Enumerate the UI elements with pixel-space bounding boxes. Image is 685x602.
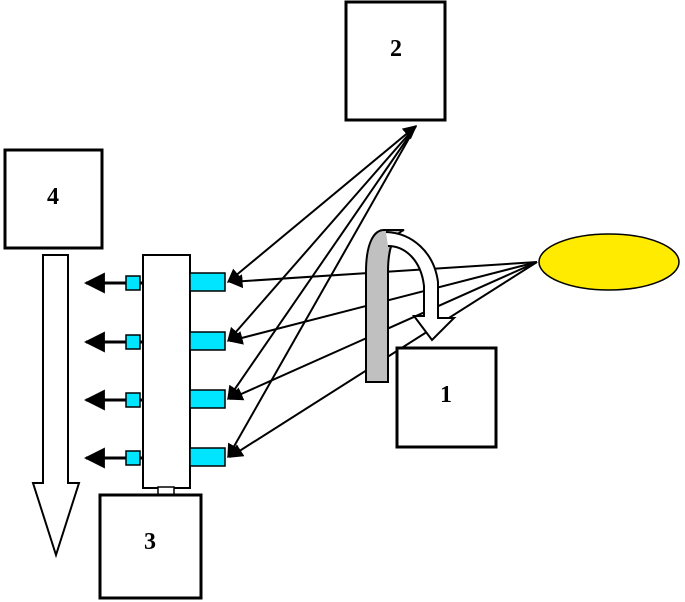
emitter-block-4-right — [189, 447, 226, 467]
emitter-blocks — [125, 272, 226, 467]
emitter-block-3-right — [189, 389, 226, 409]
emitter-block-1 — [125, 275, 141, 291]
rotation-band — [365, 229, 405, 383]
source-ellipse-icon — [538, 233, 680, 291]
box-4-label: 4 — [47, 184, 59, 210]
box-3-label: 3 — [144, 529, 156, 555]
line-block-1-to-box-2 — [226, 125, 418, 283]
box-3: 3 — [98, 493, 203, 600]
emitter-block-1-right — [189, 272, 226, 292]
output-down-arrow-icon — [31, 254, 81, 559]
box-4: 4 — [3, 148, 104, 250]
emitter-block-4 — [125, 450, 141, 466]
box-1: 1 — [395, 346, 498, 449]
rotation-sweep — [385, 231, 457, 342]
vertical-column — [142, 254, 191, 489]
box-2-label: 2 — [390, 36, 402, 62]
box-2: 2 — [344, 0, 447, 122]
emitter-block-2-right — [189, 331, 226, 351]
emitter-block-2 — [125, 334, 141, 350]
rotation-arrow-icon — [365, 229, 457, 383]
line-block-4-to-box-2 — [227, 125, 417, 459]
lines-to-box-2 — [226, 125, 418, 459]
line-block-2-to-box-2 — [227, 125, 417, 343]
box-1-label: 1 — [440, 382, 452, 408]
output-arrows — [83, 272, 143, 469]
emitter-block-3 — [125, 392, 141, 408]
line-block-3-to-box-2 — [227, 125, 417, 401]
